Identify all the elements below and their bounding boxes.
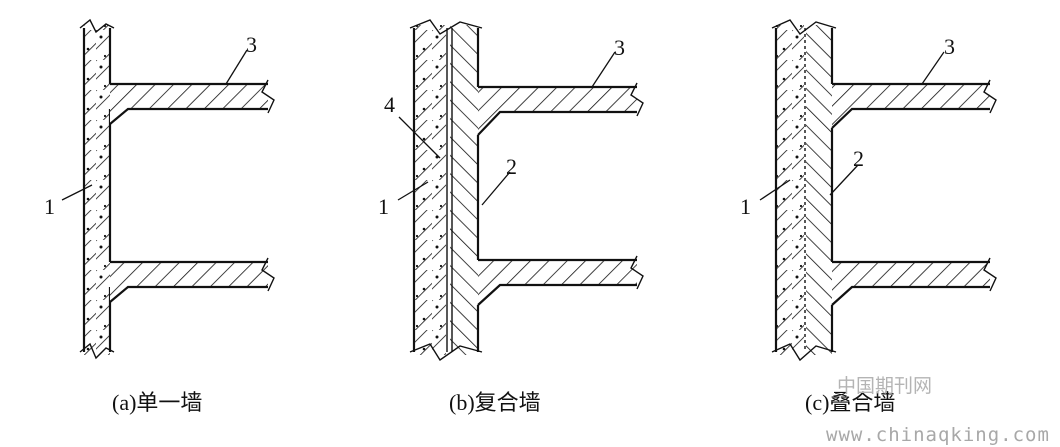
panel-b: 3 4 1 2 (b)复合墙	[378, 19, 644, 415]
panel-a-label-3: 3	[246, 32, 257, 57]
panel-b-lower-slab	[478, 260, 637, 305]
panel-c-lower-slab	[832, 262, 990, 305]
watermark-site-name: 中国期刊网	[837, 375, 932, 397]
panel-a-caption: (a)单一墙	[112, 390, 202, 415]
panel-b-label-4: 4	[384, 92, 395, 117]
panel-c-layer-2	[806, 25, 832, 355]
panel-b-label-1: 1	[378, 194, 389, 219]
panel-a-wall	[84, 25, 110, 355]
panel-a-lower-slab	[110, 262, 268, 302]
panel-c-label-1: 1	[740, 194, 751, 219]
panel-a-upper-slab	[110, 84, 268, 124]
panel-c-layer-1	[776, 25, 804, 355]
panel-b-caption: (b)复合墙	[449, 390, 541, 415]
panel-b-layer-inner	[450, 25, 478, 355]
panel-c-caption: (c)叠合墙	[805, 390, 895, 415]
watermark-url: www.chinaqking.com	[826, 424, 1050, 446]
panel-a: 3 1 (a)单一墙	[44, 18, 275, 415]
panel-c: 3 1 2 (c)叠合墙	[740, 19, 997, 415]
panel-c-label-3: 3	[944, 34, 955, 59]
panel-a-label-1: 1	[44, 194, 55, 219]
panel-c-upper-slab	[832, 84, 990, 128]
panel-b-layer-1	[414, 25, 446, 355]
panel-b-label-2: 2	[506, 154, 517, 179]
panel-b-label-3: 3	[614, 35, 625, 60]
panel-c-label-2: 2	[853, 146, 864, 171]
